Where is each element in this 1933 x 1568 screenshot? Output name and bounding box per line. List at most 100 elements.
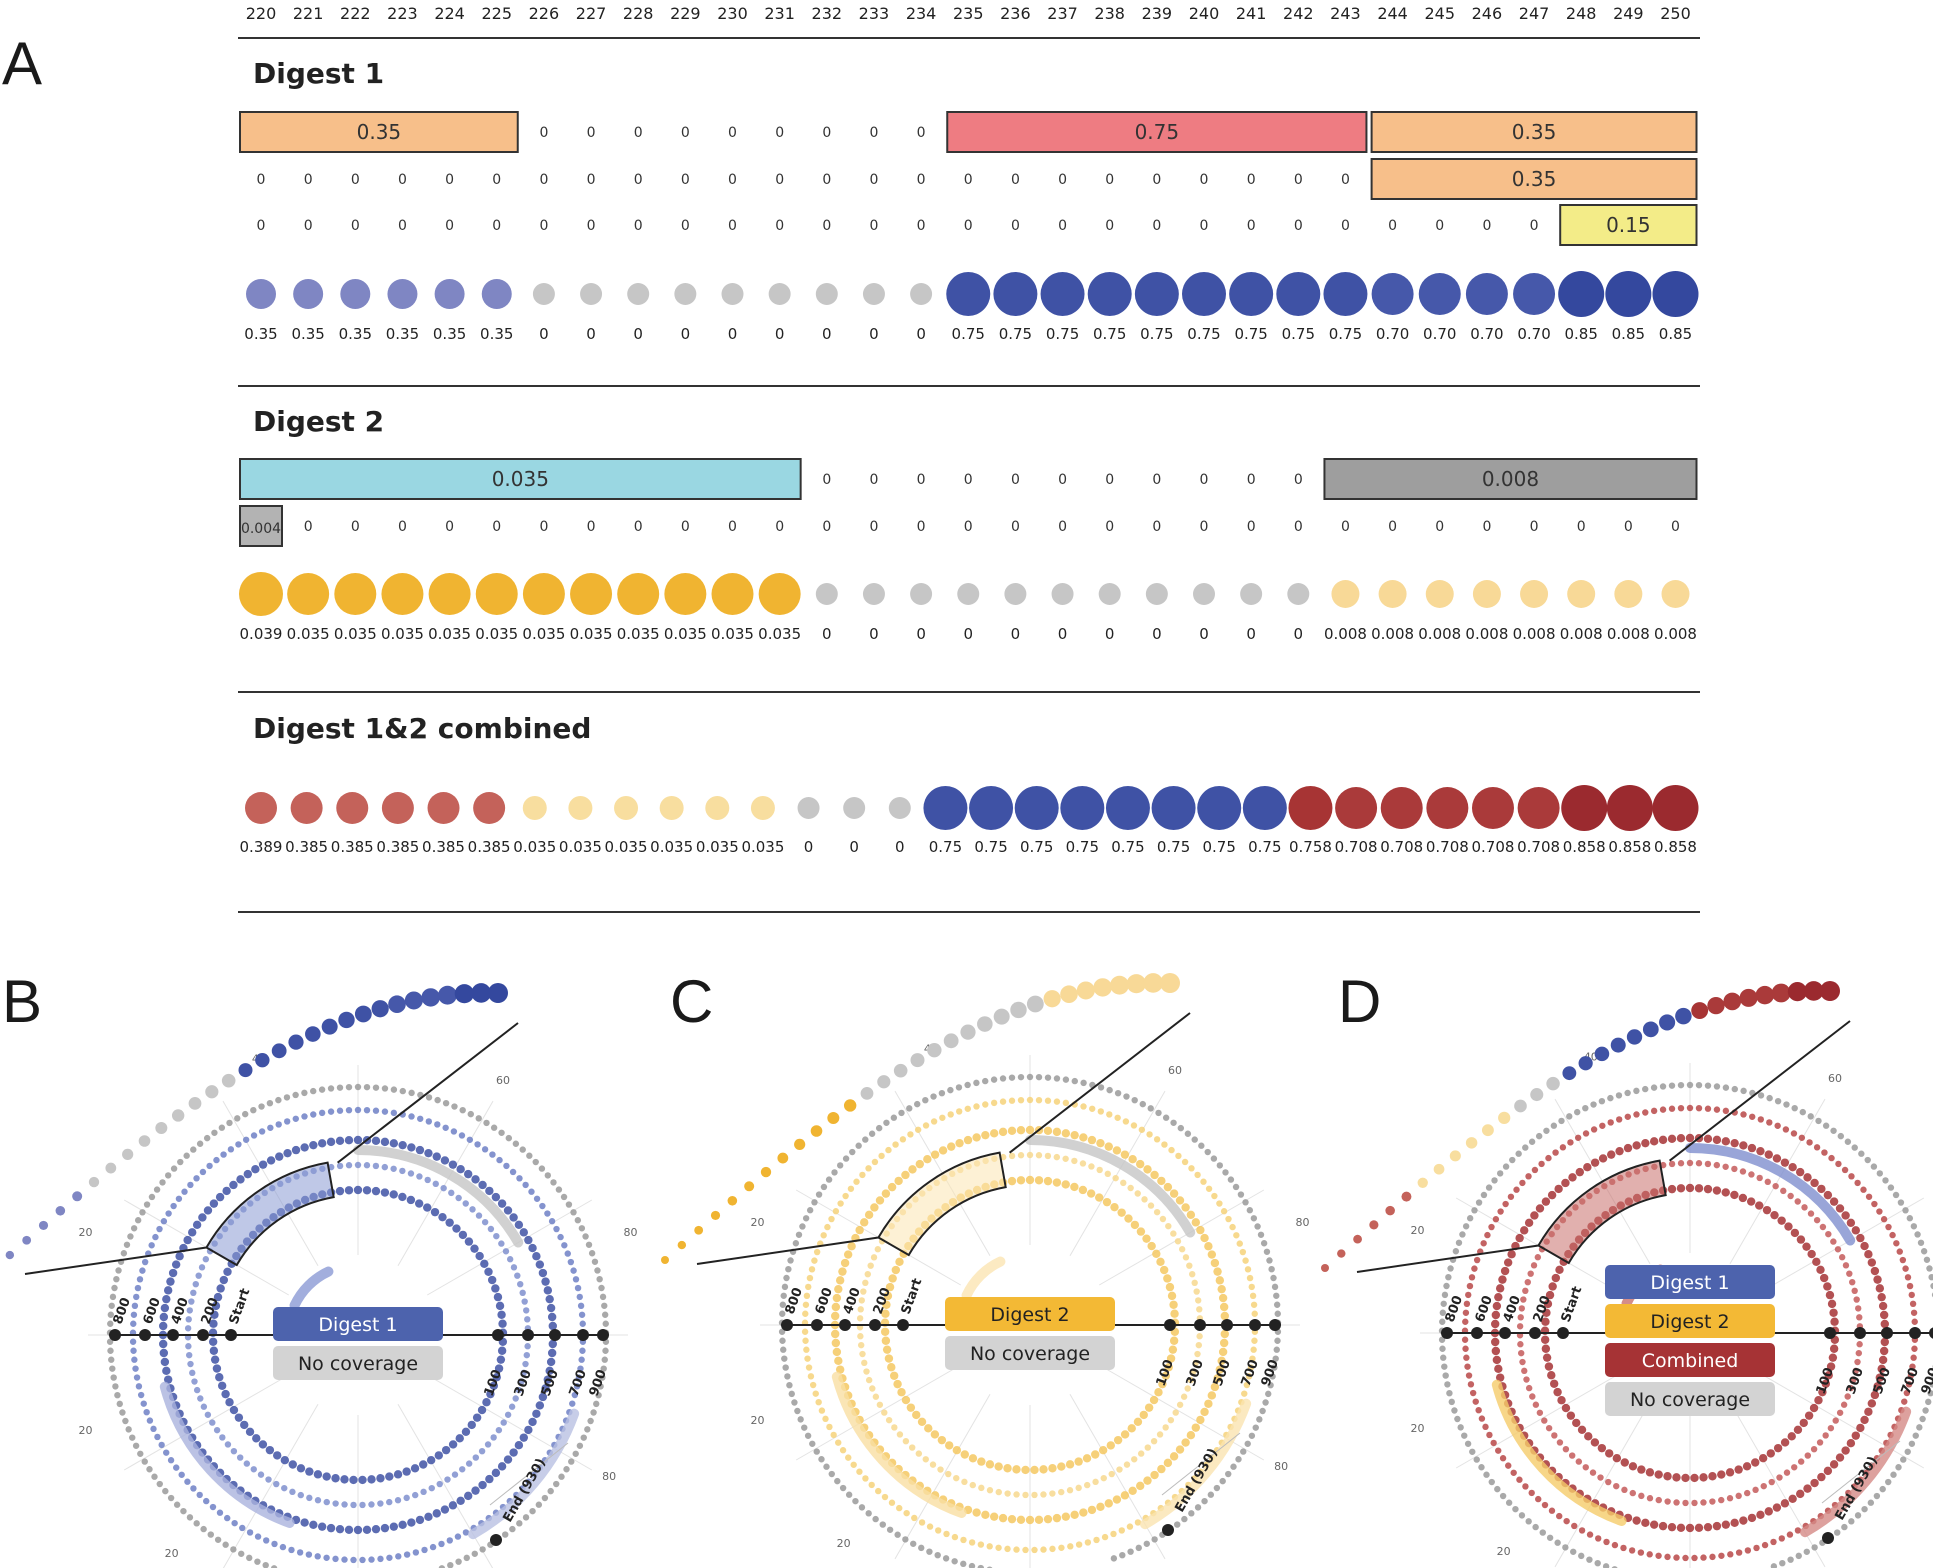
ring-end-marker: [1929, 1327, 1933, 1339]
ring-dot: [135, 1383, 143, 1390]
ring-dot: [1685, 1183, 1695, 1193]
ring-dot: [1139, 1410, 1148, 1420]
coverage-dot: [381, 792, 414, 824]
coverage-value: 0.75: [1066, 838, 1099, 856]
ring-dot: [1519, 1358, 1526, 1366]
ring-dot: [462, 1529, 470, 1536]
ring-dot: [811, 1199, 818, 1206]
ring-dot: [130, 1320, 137, 1327]
ring-dot: [184, 1325, 192, 1332]
coverage-dot: [1652, 271, 1699, 317]
zero-value: 0: [681, 172, 690, 188]
ring-dot: [306, 1494, 313, 1502]
position-label: 245: [1424, 4, 1455, 23]
ring-dot: [1755, 1201, 1764, 1210]
ring-dot: [1783, 1469, 1791, 1476]
ring-dot: [963, 1135, 973, 1145]
zoom-arc-dot: [1755, 985, 1775, 1005]
ring-dot: [1849, 1278, 1856, 1286]
ring-dot: [1768, 1478, 1775, 1486]
ring-dot: [1799, 1108, 1806, 1116]
ring-dot: [934, 1551, 941, 1559]
ring-dot: [1823, 1282, 1832, 1291]
ring-dot: [368, 1501, 375, 1508]
ring-dot: [1522, 1287, 1529, 1295]
ring-dot: [451, 1103, 458, 1110]
ring-dot: [1700, 1499, 1707, 1506]
ring-dot: [884, 1354, 894, 1363]
ring-dot: [922, 1096, 929, 1104]
ring-dot: [1442, 1372, 1449, 1379]
ring-dot: [1186, 1262, 1193, 1269]
ring-dot: [1629, 1489, 1636, 1497]
ring-dot: [1519, 1179, 1526, 1187]
ring-label: 300: [1844, 1366, 1867, 1397]
ring-dot: [1879, 1346, 1889, 1356]
ring-dot: [595, 1391, 602, 1399]
ring-dot: [1447, 1265, 1454, 1272]
ring-dot: [1550, 1122, 1558, 1129]
ring-dot: [834, 1284, 843, 1294]
ring-dot: [1163, 1458, 1173, 1468]
ring-dot: [885, 1146, 892, 1154]
ring-dot: [1880, 1337, 1889, 1347]
zoom-leader: [696, 1236, 879, 1265]
zero-value: 0: [1341, 218, 1350, 234]
ring-dot: [938, 1146, 948, 1155]
ring-dot: [1909, 1300, 1917, 1308]
ring-dot: [1830, 1127, 1837, 1134]
ring-dot: [862, 1475, 869, 1482]
ring-dot: [160, 1218, 168, 1225]
end-marker: [490, 1534, 502, 1546]
ring-dot: [528, 1417, 537, 1427]
ring-dot: [300, 1518, 309, 1527]
ring-dot: [394, 1497, 402, 1504]
ring-dot: [1067, 1543, 1074, 1550]
coverage-value: 0: [804, 838, 814, 856]
grid-spoke: [894, 1394, 991, 1560]
ring-dot: [1525, 1173, 1532, 1180]
coverage-value: 0.008: [1465, 625, 1508, 643]
ring-dot: [860, 1288, 867, 1295]
ring-dot: [1896, 1248, 1903, 1255]
ring-dot: [1650, 1107, 1658, 1115]
ring-dot: [570, 1209, 577, 1216]
ring-dot: [464, 1491, 473, 1501]
ring-dot: [335, 1186, 345, 1196]
coverage-dot: [1182, 272, 1226, 316]
ring-dot: [853, 1178, 860, 1185]
zoom-arc-dot: [1739, 988, 1758, 1007]
ring-dot: [792, 1240, 800, 1247]
ring-dot: [1854, 1179, 1861, 1187]
ring-dot: [1159, 1215, 1167, 1223]
ring-dot: [1709, 1553, 1716, 1561]
ring-dot: [301, 1113, 308, 1120]
ring-dot: [523, 1351, 531, 1359]
coverage-dot: [705, 796, 730, 820]
coverage-dot: [888, 797, 911, 819]
ring-dot: [213, 1292, 223, 1302]
ring-dot: [1178, 1246, 1186, 1253]
ring-dot: [252, 1434, 261, 1443]
ring-dot: [159, 1339, 168, 1349]
ring-dot: [1075, 1541, 1083, 1548]
ring-label: 500: [539, 1368, 562, 1399]
ring-dot: [1823, 1466, 1833, 1476]
ring-dot: [1615, 1116, 1623, 1123]
ring-dot: [1717, 1470, 1726, 1479]
ring-dot: [353, 1135, 363, 1145]
ring-dot: [545, 1294, 554, 1304]
ring-dot: [892, 1141, 899, 1148]
legend-label: No coverage: [970, 1343, 1090, 1365]
coverage-band: [1025, 1135, 1196, 1238]
coverage-value: 0.35: [291, 325, 324, 343]
zoom-arc-dot: [1126, 974, 1146, 994]
ring-dot: [1491, 1346, 1501, 1356]
position-label: 229: [670, 4, 701, 23]
zoom-arc-dot: [694, 1225, 704, 1235]
ring-dot: [857, 1306, 864, 1313]
ring-dot: [224, 1514, 231, 1522]
ring-dot: [1885, 1223, 1892, 1231]
ring-dot: [430, 1207, 440, 1217]
ring-dot: [1676, 1134, 1686, 1143]
